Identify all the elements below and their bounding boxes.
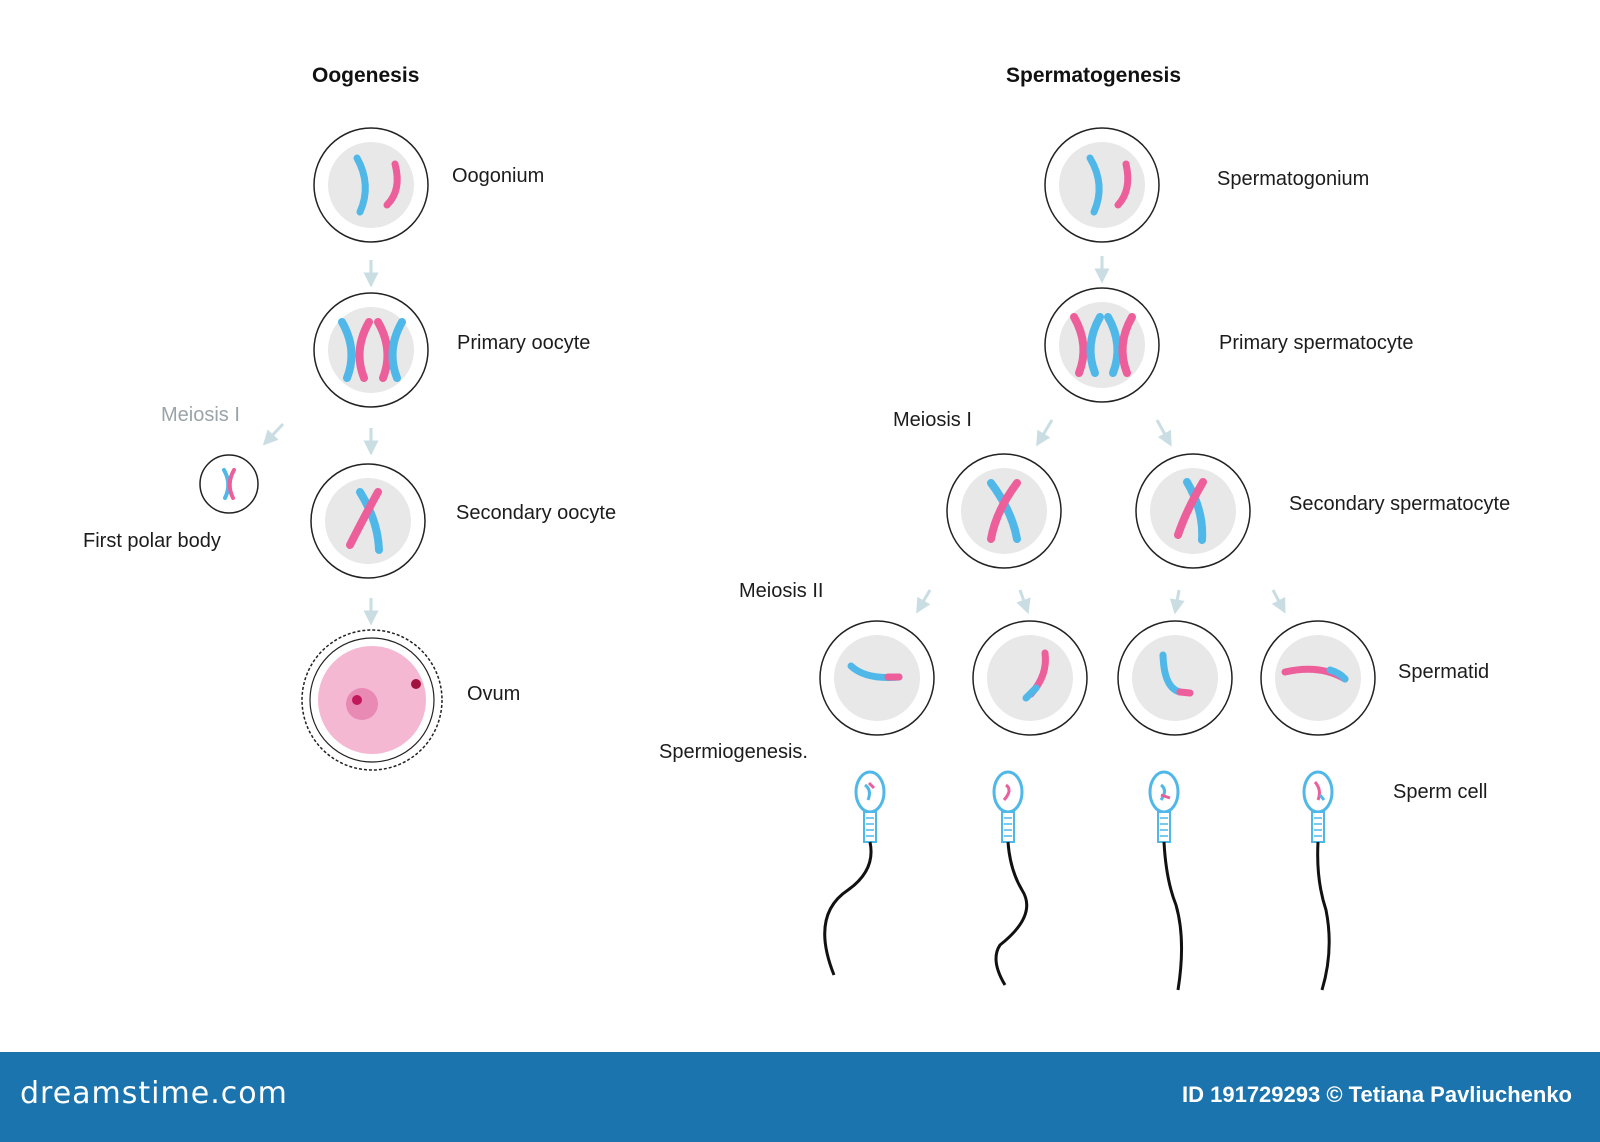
diagram-canvas: [199, 127, 1376, 991]
stock-footer: dreamstime.com ID 191729293 © Tetiana Pa…: [0, 1052, 1600, 1142]
polar-body-cell: [199, 454, 259, 514]
secondary-spermatocyte-cell-2: [1135, 453, 1251, 569]
spermatogenesis-title: Spermatogenesis: [1006, 64, 1182, 87]
arrow-meiosis2: [1271, 589, 1286, 614]
primary-spermatocyte-cell: [1044, 287, 1160, 403]
polar-body-label: First polar body: [83, 530, 221, 552]
sperm-cell-label: Sperm cell: [1393, 781, 1488, 803]
sperm-cell-1: [823, 770, 886, 976]
oogonium-label: Oogonium: [452, 165, 545, 187]
arrow-meiosis2: [1169, 589, 1185, 615]
sperm-cell-3: [1148, 770, 1184, 991]
spermatid-cell-3: [1117, 620, 1233, 736]
secondary-oocyte-cell: [310, 463, 426, 579]
gametogenesis-diagram: Oogenesis Spermatogenesis Oogonium Prima…: [83, 64, 1511, 991]
arrow-left-branch: [1036, 419, 1054, 447]
sperm-cell-2: [992, 770, 1029, 986]
arrow-right-branch: [1155, 419, 1172, 447]
arrow-to-polar-body: [262, 422, 285, 446]
meiosis-1-label: Meiosis I: [893, 409, 972, 431]
ovum-cell: [301, 629, 443, 771]
sperm-cell-4: [1302, 770, 1334, 991]
image-credit: ID 191729293 © Tetiana Pavliuchenko: [1182, 1082, 1572, 1107]
spermatid-cell-4: [1260, 620, 1376, 736]
spermatid-cell-1: [819, 620, 935, 736]
dreamstime-logo: dreamstime.com: [20, 1076, 288, 1111]
oogenesis-title: Oogenesis: [312, 64, 420, 87]
secondary-spermatocyte-cell-1: [946, 453, 1062, 569]
spermatid-cell-2: [972, 620, 1088, 736]
primary-oocyte-cell: [313, 292, 429, 408]
primary-spermatocyte-label: Primary spermatocyte: [1219, 332, 1414, 354]
oogonium-cell: [313, 127, 429, 243]
arrow-meiosis2: [1016, 589, 1031, 615]
secondary-spermatocyte-label: Secondary spermatocyte: [1289, 493, 1511, 515]
primary-oocyte-label: Primary oocyte: [457, 332, 591, 354]
oogenesis-meiosis-label: Meiosis I: [161, 404, 240, 426]
ovum-label: Ovum: [467, 683, 521, 705]
spermatid-label: Spermatid: [1398, 661, 1490, 683]
spermatogonium-label: Spermatogonium: [1217, 168, 1370, 190]
arrow-meiosis2: [916, 589, 932, 614]
meiosis-2-label: Meiosis II: [739, 580, 824, 602]
secondary-oocyte-label: Secondary oocyte: [456, 502, 617, 524]
spermiogenesis-label: Spermiogenesis.: [659, 741, 808, 763]
spermatogonium-cell: [1044, 127, 1160, 243]
